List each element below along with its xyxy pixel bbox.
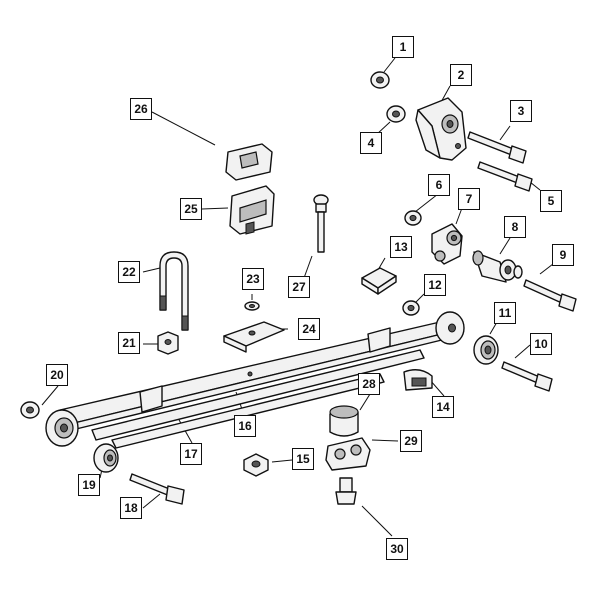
callout-25: 25 [180,198,202,220]
u-bolt-part-22 [159,251,189,331]
callout-10: 10 [530,333,552,355]
shackle-part-7 [431,223,463,265]
callout-2: 2 [450,64,472,86]
spring-plate-part-24 [223,321,285,353]
bump-stop-bracket-part-25 [229,185,275,235]
bolt-part-5 [477,161,533,192]
nut-part-21 [157,331,179,355]
bracket-part-29 [325,437,371,471]
callout-9: 9 [552,244,574,266]
callout-3: 3 [510,100,532,122]
shackle-bracket-part-2 [415,97,467,161]
leaf-spring-part-16-17 [45,311,465,449]
callout-23: 23 [242,268,264,290]
nut-part-12 [402,300,420,316]
nut-part-15 [243,453,269,477]
nut-part-20 [20,401,40,419]
callout-22: 22 [118,261,140,283]
callout-15: 15 [292,448,314,470]
bolt-part-9 [523,279,577,312]
callout-28: 28 [358,373,380,395]
nut-part-1 [370,71,390,89]
callout-21: 21 [118,332,140,354]
callout-17: 17 [180,443,202,465]
callout-11: 11 [494,302,516,324]
nut-part-4 [386,105,406,123]
callout-8: 8 [504,216,526,238]
bump-pad-part-14 [403,369,433,391]
bolt-part-30 [335,477,357,505]
bolt-part-27 [313,194,329,253]
callout-4: 4 [360,132,382,154]
bolt-part-18 [129,473,185,505]
callout-18: 18 [120,497,142,519]
bushing-part-8 [472,250,523,283]
callout-27: 27 [288,276,310,298]
bump-stop-part-28 [329,405,359,437]
callout-12: 12 [424,274,446,296]
callout-13: 13 [390,236,412,258]
callout-19: 19 [78,474,100,496]
bushing-part-11 [473,335,499,365]
callout-7: 7 [458,188,480,210]
washer-part-23 [244,301,260,311]
nut-part-6 [404,210,422,226]
callout-5: 5 [540,190,562,212]
bolt-part-3 [467,131,527,164]
callout-30: 30 [386,538,408,560]
jounce-bumper-part-26 [225,143,273,181]
callout-6: 6 [428,174,450,196]
callout-1: 1 [392,36,414,58]
callout-14: 14 [432,396,454,418]
callout-20: 20 [46,364,68,386]
bushing-part-19 [93,443,119,473]
plate-part-13 [361,267,397,295]
callout-29: 29 [400,430,422,452]
callout-24: 24 [298,318,320,340]
callout-26: 26 [130,98,152,120]
bolt-part-10 [501,361,553,392]
callout-16: 16 [234,415,256,437]
